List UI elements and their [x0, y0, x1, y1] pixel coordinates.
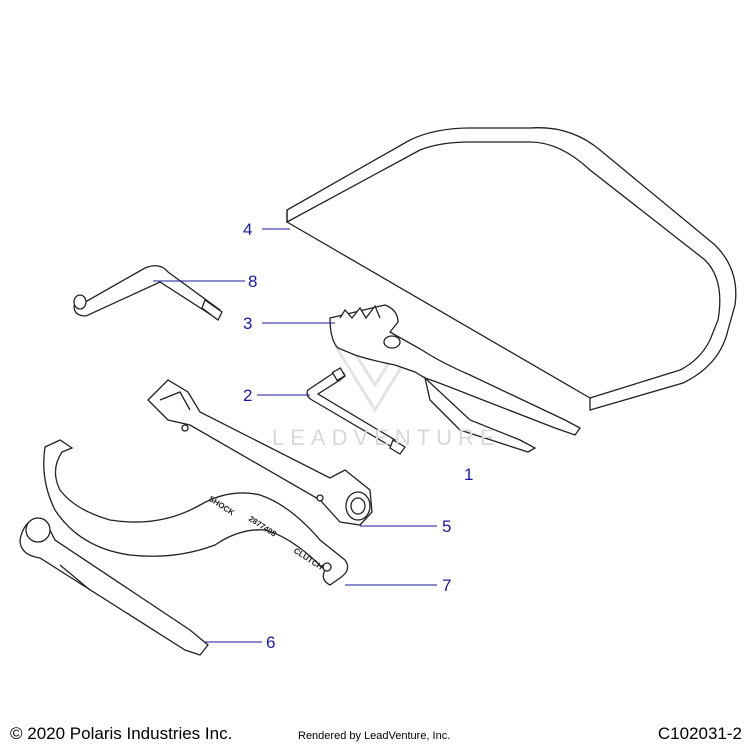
callout-6[interactable]: 6: [266, 633, 276, 652]
callout-8[interactable]: 8: [248, 272, 258, 291]
socket-wrench: [147, 379, 373, 526]
watermark-text: LEADVENTURE: [272, 425, 501, 450]
pliers: [329, 304, 581, 453]
callout-5[interactable]: 5: [442, 517, 452, 536]
leader-lines: [153, 228, 437, 643]
callout-7[interactable]: 7: [442, 576, 452, 595]
tool-bag: [286, 127, 737, 411]
callout-3[interactable]: 3: [243, 314, 253, 333]
rendered-by-text: Rendered by LeadVenture, Inc.: [298, 730, 451, 742]
copyright-text: © 2020 Polaris Industries Inc.: [10, 724, 233, 743]
callout-1[interactable]: 1: [464, 465, 474, 484]
diagram-id: C102031-2: [657, 724, 742, 743]
hex-key-large: [73, 265, 223, 321]
extension-bar: [19, 517, 209, 656]
callout-4[interactable]: 4: [243, 220, 253, 239]
hex-key-small: [306, 367, 406, 455]
callout-2[interactable]: 2: [243, 386, 253, 405]
